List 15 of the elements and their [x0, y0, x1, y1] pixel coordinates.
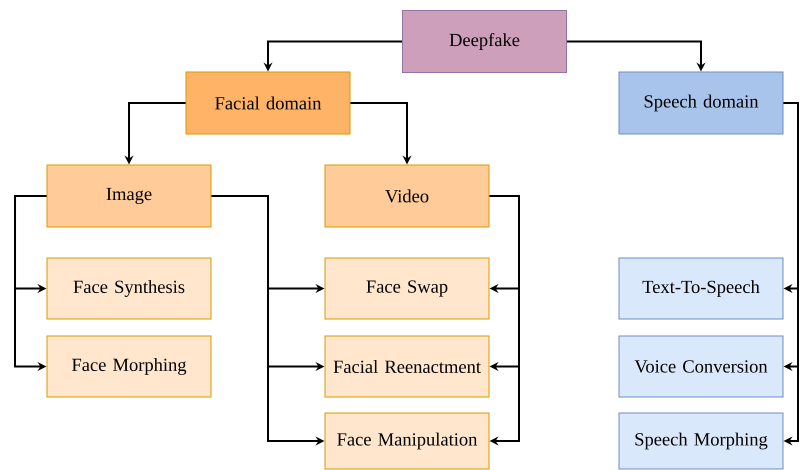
method-box: Voice Conversion	[618, 336, 784, 398]
category-box: Facial domain	[186, 72, 350, 134]
subcategory-box: Image	[46, 164, 212, 228]
method-box: Speech Morphing	[618, 412, 784, 470]
method-box: Face Synthesis	[46, 258, 212, 320]
root-box: Deepfake	[402, 10, 567, 73]
method-box: Face Swap	[324, 258, 490, 320]
method-box: Facial Reenactment	[324, 336, 490, 398]
arrow	[490, 195, 520, 446]
subcategory-box: Video	[324, 164, 490, 228]
category-box: Speech domain	[618, 72, 784, 134]
method-box: Face Morphing	[46, 336, 212, 398]
method-box: Face Manipulation	[324, 412, 490, 470]
method-box: Text-To-Speech	[618, 258, 784, 320]
arrow	[784, 102, 799, 446]
